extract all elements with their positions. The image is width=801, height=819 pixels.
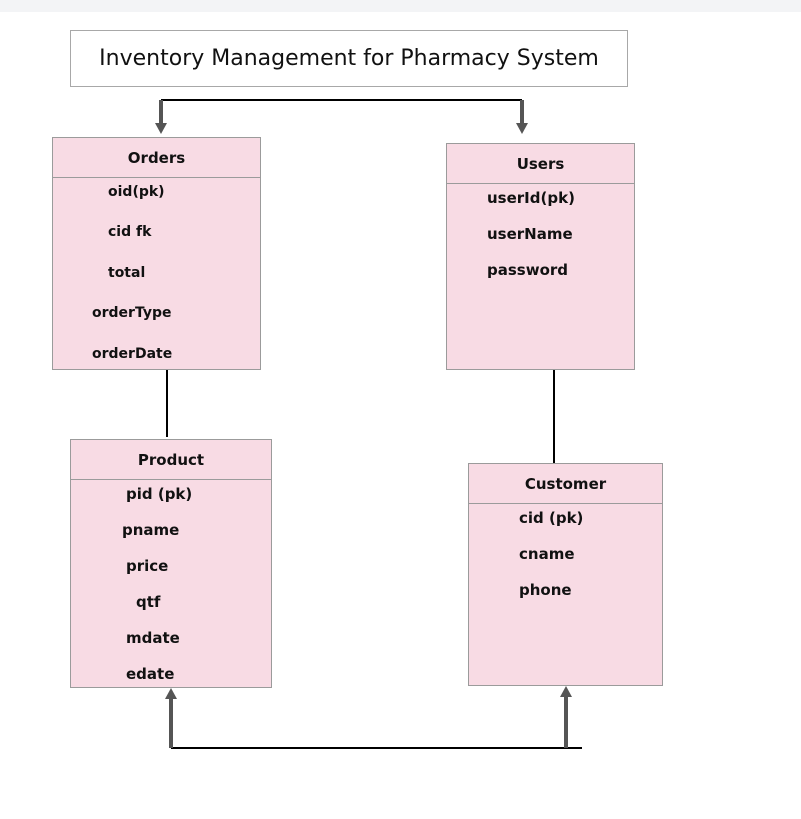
orders-attr-oid: oid(pk) (108, 184, 165, 200)
product-arrow-head (165, 688, 177, 699)
orders-attr-orderdate: orderDate (92, 346, 173, 362)
entity-users: Users userId(pk) userName password (446, 143, 635, 370)
customer-attr-phone: phone (519, 581, 572, 599)
entity-product: Product pid (pk) pname price qtf mdate e… (70, 439, 272, 688)
product-attr-mdate: mdate (126, 629, 180, 647)
top-strip (0, 0, 801, 12)
entity-product-title: Product (71, 440, 271, 480)
customer-attr-cid: cid (pk) (519, 509, 584, 527)
entity-customer: Customer cid (pk) cname phone (468, 463, 663, 686)
product-attr-price: price (126, 557, 169, 575)
product-attr-edate: edate (126, 665, 175, 683)
orders-attr-ordertype: orderType (92, 305, 172, 321)
customer-arrow-head (560, 686, 572, 697)
orders-arrow-head (155, 123, 167, 134)
product-attr-qtf: qtf (136, 593, 161, 611)
product-attr-pname: pname (122, 521, 180, 539)
orders-attr-cid: cid fk (108, 224, 152, 240)
users-arrow-head (516, 123, 528, 134)
entity-orders-title: Orders (53, 138, 260, 178)
users-attr-userid: userId(pk) (487, 189, 575, 207)
diagram-title: Inventory Management for Pharmacy System (70, 30, 628, 87)
customer-attr-cname: cname (519, 545, 575, 563)
entity-orders: Orders oid(pk) cid fk total orderType or… (52, 137, 261, 370)
users-attr-password: password (487, 261, 569, 279)
users-attr-username: userName (487, 225, 573, 243)
entity-users-title: Users (447, 144, 634, 184)
entity-customer-title: Customer (469, 464, 662, 504)
product-attr-pid: pid (pk) (126, 485, 193, 503)
orders-attr-total: total (108, 265, 146, 281)
